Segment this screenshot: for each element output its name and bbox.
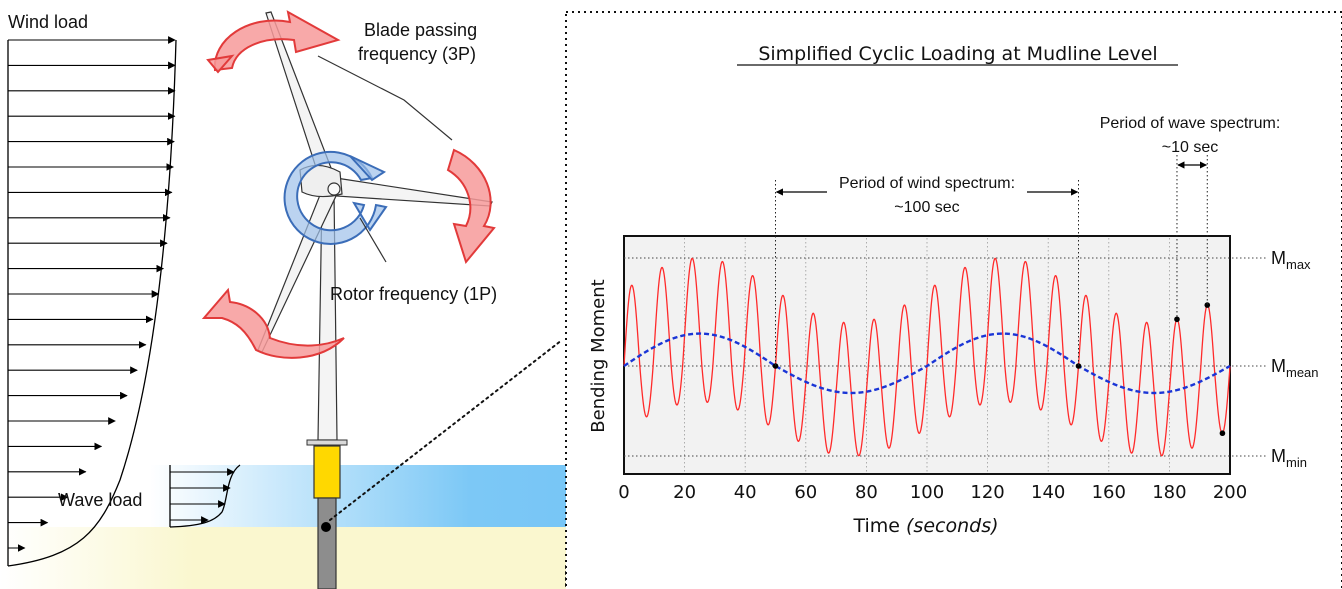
wave-load-label: Wave load [58,490,142,510]
x-tick-label: 120 [970,482,1004,503]
blade-passing-leader [317,55,453,141]
blade-passing-label-line2: frequency (3P) [358,44,476,64]
marked-point [1219,430,1226,437]
marked-point [1075,363,1082,369]
blade-passing-arrows [201,10,496,359]
mudline-point [321,522,331,532]
annotation-text-line1: Period of wind spectrum: [839,175,1015,192]
annotation-text-line1: Period of wave spectrum: [1100,115,1281,132]
x-tick-label: 180 [1152,482,1186,503]
level-label-max: Mmax [1271,248,1311,272]
x-axis-label-main: Time [852,515,900,537]
chart-title: Simplified Cyclic Loading at Mudline Lev… [758,43,1157,65]
wave-load-profile [169,464,241,528]
zoom-line-upper [329,339,563,521]
annotation-text-line2: ~10 sec [1162,139,1218,156]
red-arrow-bottom-left [201,287,345,359]
x-tick-label: 160 [1092,482,1126,503]
annotation-text-line2: ~100 sec [894,199,959,216]
wind-load-label: Wind load [8,12,88,32]
annotation-textbox [827,170,1027,218]
x-tick-label: 100 [910,482,944,503]
red-arrow-right [446,148,496,265]
level-label-mean: Mmean [1271,356,1319,380]
x-tick-label: 60 [794,482,817,503]
hub [327,182,341,196]
tower-flange [306,439,348,446]
transition-piece [313,445,341,499]
x-tick-label: 20 [673,482,696,503]
blade-passing-label-line1: Blade passing [364,20,477,40]
level-label-min: Mmin [1271,446,1307,470]
x-tick-label: 200 [1213,482,1247,503]
x-tick-label: 140 [1031,482,1065,503]
rotor-frequency-label: Rotor frequency (1P) [330,284,497,304]
x-axis-label-unit: (seconds) [906,515,999,537]
mean-moment-curve [623,332,1231,395]
rotor-frequency-leader [359,217,387,263]
monopile [317,497,337,589]
x-tick-label: 40 [734,482,757,503]
chart-panel: Simplified Cyclic Loading at Mudline Lev… [565,11,1342,589]
rotor-rotation-arrow [283,150,388,245]
wind-load-profile [7,36,177,567]
marked-point [772,363,779,369]
x-tick-label: 0 [618,482,629,503]
red-arrow-top [213,10,341,72]
x-tick-label: 80 [855,482,878,503]
marked-point [1204,302,1211,308]
y-axis-label: Bending Moment [588,279,609,432]
x-axis-label: Time (seconds) [852,515,998,537]
